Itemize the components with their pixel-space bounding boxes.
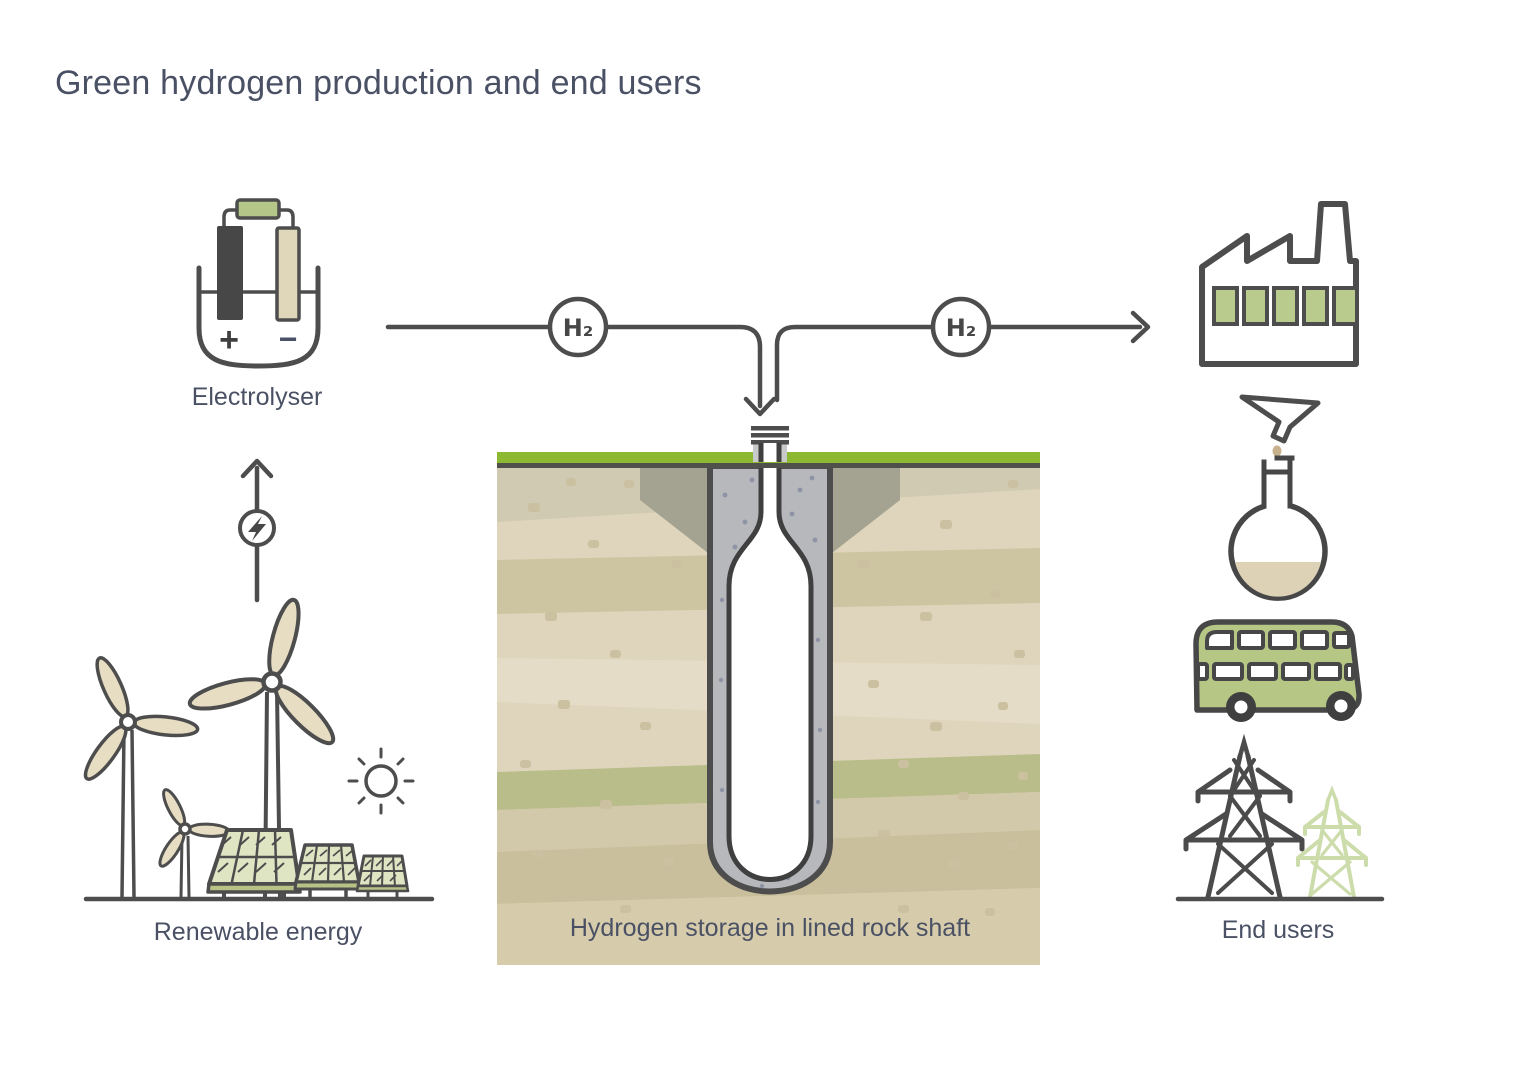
electrolyser-icon: + − bbox=[196, 198, 321, 369]
wind-turbine-small bbox=[158, 788, 231, 898]
page-title: Green hydrogen production and end users bbox=[55, 64, 702, 102]
wellhead-icon bbox=[751, 426, 789, 462]
pipe-storage-to-endusers bbox=[774, 310, 1151, 403]
solar-panel-medium bbox=[293, 843, 362, 897]
storage-cavity bbox=[726, 443, 814, 882]
battery-icon bbox=[235, 198, 281, 220]
flask-icon bbox=[1228, 455, 1328, 601]
h2-badge-left: H₂ bbox=[547, 296, 609, 358]
storage-label: Hydrogen storage in lined rock shaft bbox=[569, 914, 971, 942]
h2-badge-left-label: H₂ bbox=[563, 314, 594, 342]
electrode-dark bbox=[217, 226, 243, 320]
storage-cross-section-illustration bbox=[497, 426, 1040, 965]
droplet bbox=[1272, 445, 1282, 457]
funnel-icon bbox=[1239, 394, 1321, 457]
electricity-bolt-icon bbox=[238, 509, 276, 547]
solar-panel-large bbox=[206, 828, 302, 899]
h2-badge-right: H₂ bbox=[930, 296, 992, 358]
sun-icon bbox=[347, 747, 415, 815]
pipe-electrolyser-to-storage bbox=[385, 324, 777, 417]
renewable-energy-icon bbox=[83, 597, 435, 902]
renewable-energy-label: Renewable energy bbox=[153, 918, 363, 946]
earth-speckles bbox=[520, 478, 1028, 916]
concrete-speckles bbox=[718, 475, 823, 889]
electrode-minus-label: − bbox=[279, 321, 298, 357]
bus-icon bbox=[1193, 619, 1362, 722]
electrode-plus-label: + bbox=[219, 321, 239, 359]
electrolyser-label: Electrolyser bbox=[191, 383, 323, 411]
bus-wheels bbox=[1226, 691, 1356, 722]
solar-panel-small bbox=[355, 854, 410, 897]
factory-icon bbox=[1199, 201, 1359, 367]
pylon-large-icon bbox=[1183, 733, 1305, 900]
wind-turbine-medium bbox=[83, 656, 200, 898]
electrode-beige bbox=[275, 226, 301, 322]
end-users-label: End users bbox=[1221, 916, 1335, 944]
pylon-small-icon bbox=[1296, 785, 1368, 899]
h2-badge-right-label: H₂ bbox=[946, 314, 977, 342]
